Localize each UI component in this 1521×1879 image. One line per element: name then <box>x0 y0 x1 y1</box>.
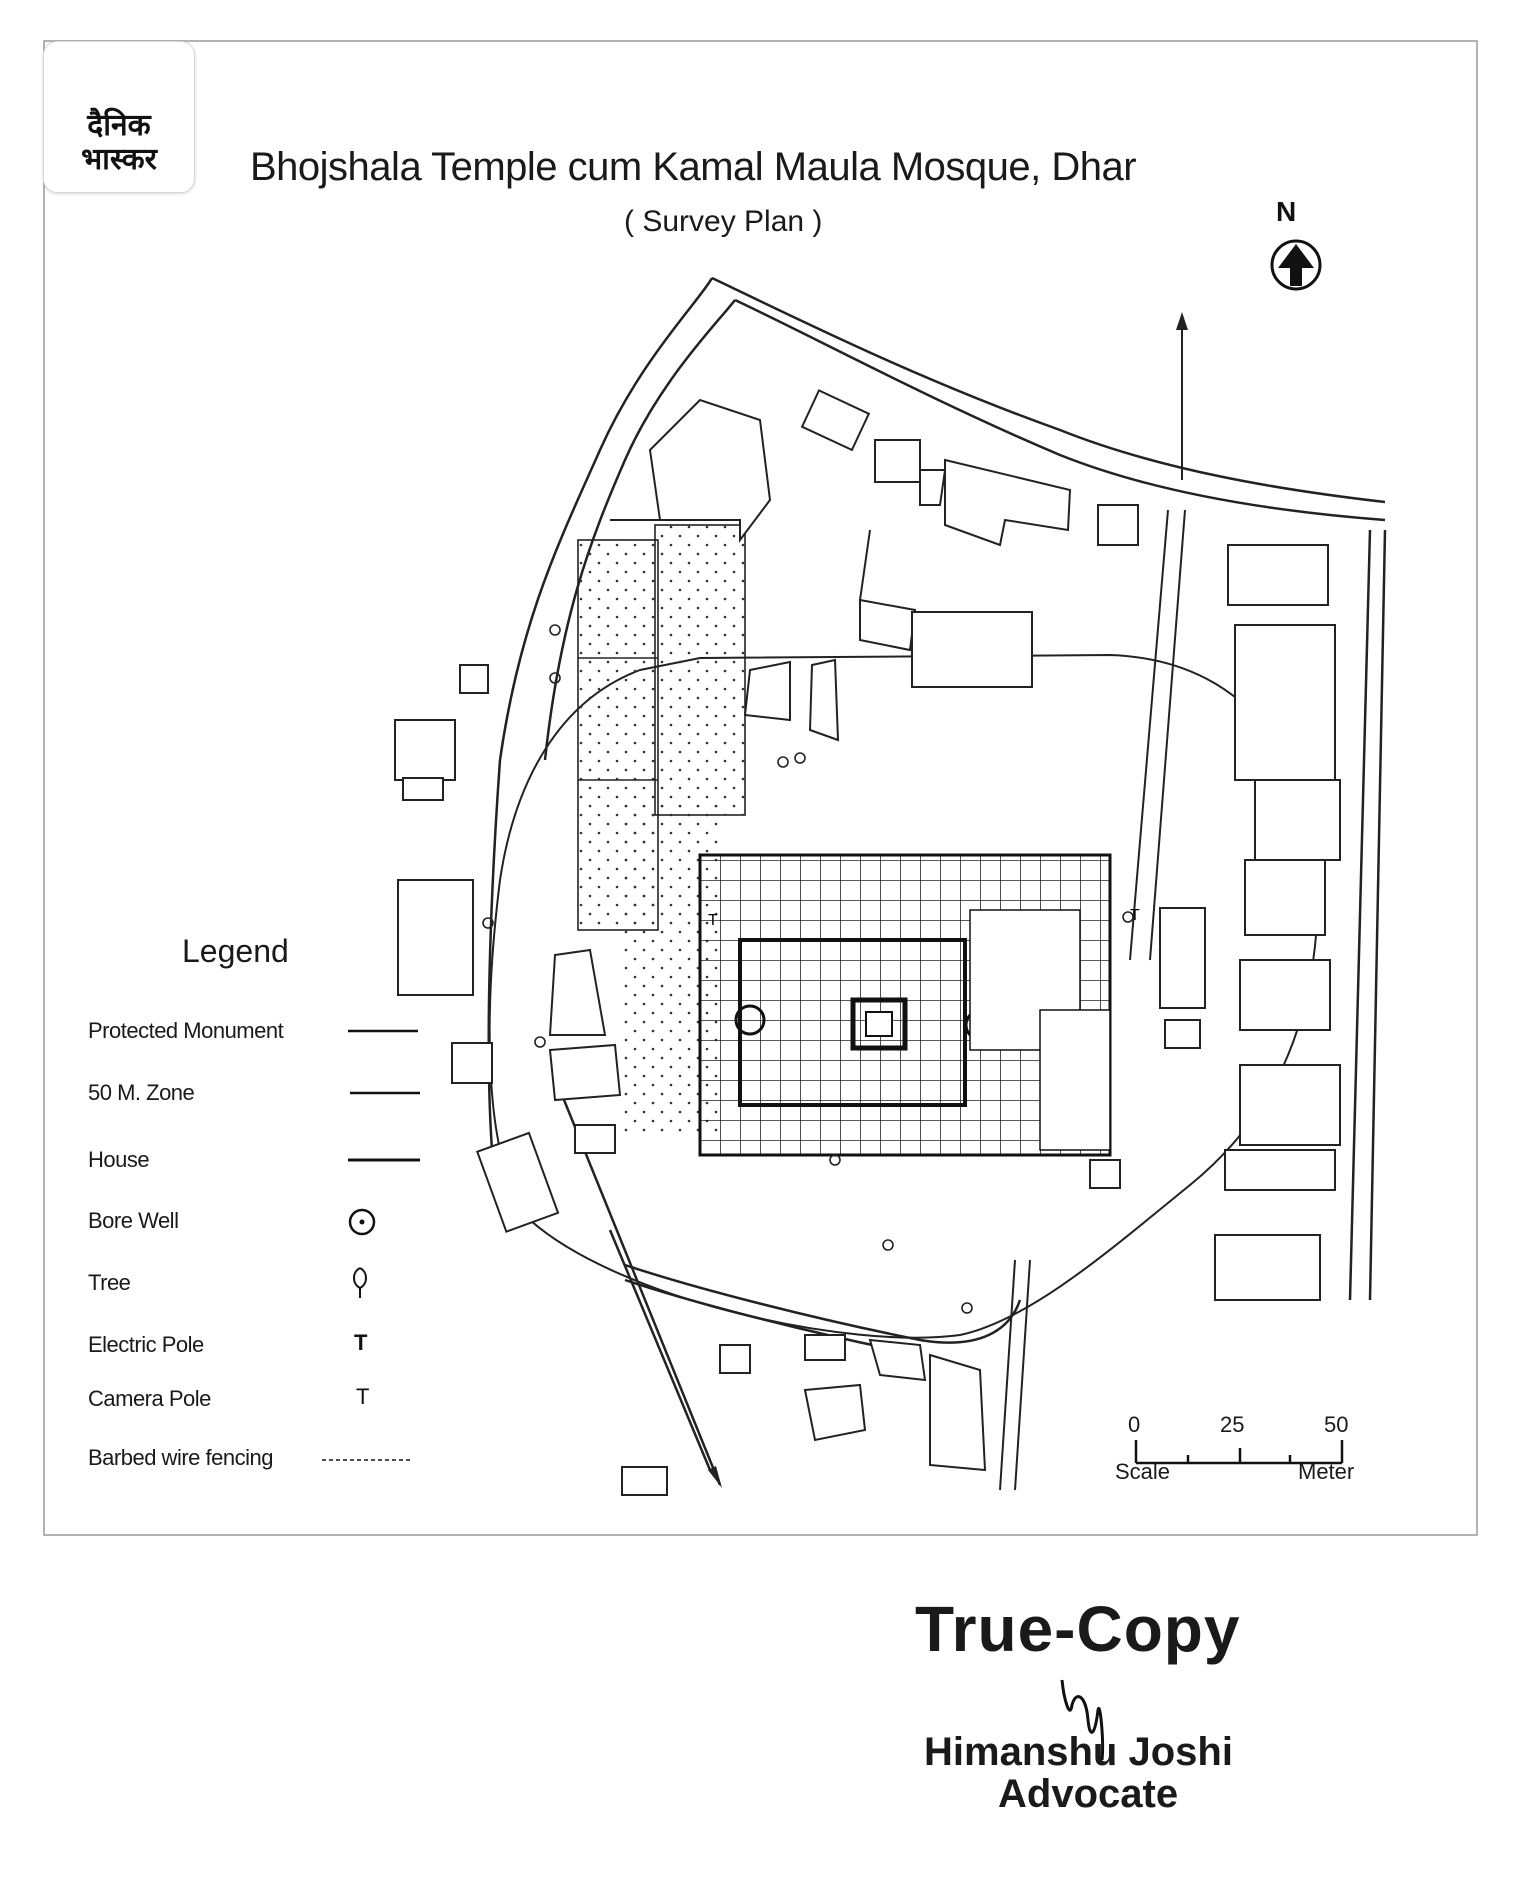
legend-tree: Tree <box>88 1270 131 1295</box>
legend-symbols: T T <box>322 1029 420 1461</box>
legend-barbed-wire: Barbed wire fencing <box>88 1445 273 1470</box>
signer-role: Advocate <box>998 1772 1179 1816</box>
svg-text:T: T <box>356 1384 369 1409</box>
brand-logo: दैनिक भास्कर <box>43 41 195 193</box>
signature-mark <box>1060 1679 1105 1761</box>
map-title: Bhojshala Temple cum Kamal Maula Mosque,… <box>250 145 1137 189</box>
svg-text:T: T <box>354 1330 368 1355</box>
scale-tick-50: 50 <box>1324 1412 1349 1437</box>
legend-house: House <box>88 1147 150 1172</box>
east-road-top <box>711 276 1386 504</box>
legend-electric-pole: Electric Pole <box>88 1332 204 1357</box>
legend-bore-well: Bore Well <box>88 1208 179 1233</box>
scale-tick-0: 0 <box>1128 1412 1141 1437</box>
house-blocks <box>394 389 1341 1496</box>
map-frame <box>43 40 1478 1536</box>
logo-line-2: भास्कर <box>81 142 157 177</box>
map-subtitle: ( Survey Plan ) <box>624 205 823 238</box>
svg-text:T: T <box>1130 907 1140 924</box>
svg-text:T: T <box>708 912 718 929</box>
logo-line-1: दैनिक <box>87 108 151 143</box>
legend-camera-pole: Camera Pole <box>88 1386 211 1411</box>
legend-protected-monument: Protected Monument <box>88 1018 284 1043</box>
scale-right-label: Meter <box>1298 1459 1355 1484</box>
scale-left-label: Scale <box>1115 1459 1171 1484</box>
true-copy-stamp: True-Copy <box>915 1593 1241 1665</box>
legend-title: Legend <box>182 933 289 969</box>
north-road <box>487 277 714 1151</box>
scale-tick-25: 25 <box>1220 1412 1245 1437</box>
scale-bar <box>1134 1440 1344 1465</box>
north-label: N <box>1276 196 1297 227</box>
legend-fifty-metre-zone: 50 M. Zone <box>88 1080 195 1105</box>
signer-name: Himanshu Joshi <box>924 1730 1233 1774</box>
